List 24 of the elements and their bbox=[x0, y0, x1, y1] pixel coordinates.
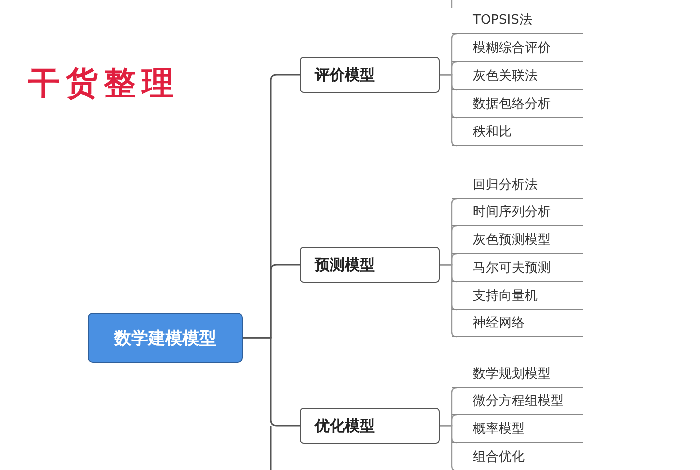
leaf-topic: 马尔可夫预测 bbox=[452, 255, 583, 282]
leaf-topic: 组合优化 bbox=[452, 444, 583, 470]
leaf-topic: TOPSIS法 bbox=[452, 7, 583, 34]
leaf-topic: 支持向量机 bbox=[452, 283, 583, 310]
connector-line bbox=[440, 264, 458, 338]
leaf-topic: 灰色预测模型 bbox=[452, 227, 583, 254]
connector-line bbox=[440, 425, 458, 470]
leaf-topic: 回归分析法 bbox=[452, 172, 583, 199]
leaf-topic: 概率模型 bbox=[452, 416, 583, 443]
branch-topic-box: 优化模型 bbox=[300, 408, 440, 444]
root-topic-box: 数学建模模型 bbox=[88, 313, 243, 363]
branch-topic-box: 评价模型 bbox=[300, 57, 440, 93]
branch-topic-box: 预测模型 bbox=[300, 247, 440, 283]
leaf-topic: 时间序列分析 bbox=[452, 199, 583, 226]
leaf-topic: 微分方程组模型 bbox=[452, 388, 583, 415]
title: 干货整理 bbox=[28, 63, 180, 104]
leaf-topic: 数据包络分析 bbox=[452, 91, 583, 118]
leaf-topic: 数学规划模型 bbox=[452, 361, 583, 388]
leaf-topic: 神经网络 bbox=[452, 310, 583, 337]
leaf-topic: 灰色关联法 bbox=[452, 63, 583, 90]
connector-line bbox=[243, 337, 300, 427]
leaf-topic: 秩和比 bbox=[452, 119, 583, 146]
leaf-topic: 模糊综合评价 bbox=[452, 35, 583, 62]
connector-line bbox=[440, 74, 458, 147]
